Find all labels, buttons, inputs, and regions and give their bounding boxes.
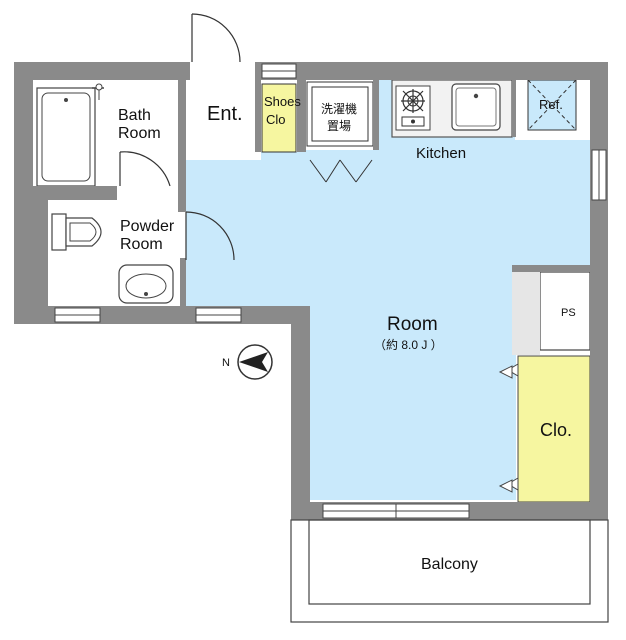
closet <box>517 355 591 503</box>
bath-label-line1: Bath <box>118 107 151 124</box>
shoes-closet <box>261 83 297 153</box>
entrance-floor <box>186 80 260 152</box>
bathtub-icon <box>36 87 96 187</box>
main-room-area <box>186 80 590 500</box>
washer-label-line2: 置場 <box>327 119 351 133</box>
powder-label-line1: Powder <box>120 218 175 235</box>
pipe-space-label: PS <box>561 307 576 319</box>
room-size-label: （約 8.0 J ） <box>374 337 443 352</box>
windows <box>54 63 607 519</box>
bath-label-line2: Room <box>118 125 161 142</box>
wash-basin-icon <box>118 264 174 304</box>
compass-label: N <box>222 357 230 369</box>
doors <box>119 13 255 261</box>
shoes-label-line2: Clo <box>266 112 286 127</box>
entrance-label: Ent. <box>207 103 243 125</box>
shoes-label-line1: Shoes <box>264 94 301 109</box>
room-label: Room <box>387 314 438 335</box>
toilet-icon <box>51 213 102 251</box>
powder-label-line2: Room <box>120 236 163 253</box>
sink-icon <box>451 83 501 131</box>
pipe-space <box>539 271 591 351</box>
balcony-label: Balcony <box>421 556 478 573</box>
washer-space <box>306 81 374 147</box>
refrigerator-label: Ref. <box>539 97 563 112</box>
compass-icon <box>237 344 273 380</box>
closet-label: Clo. <box>540 420 572 440</box>
washer-label-line1: 洗濯機 <box>321 101 357 116</box>
kitchen-label: Kitchen <box>416 145 466 162</box>
